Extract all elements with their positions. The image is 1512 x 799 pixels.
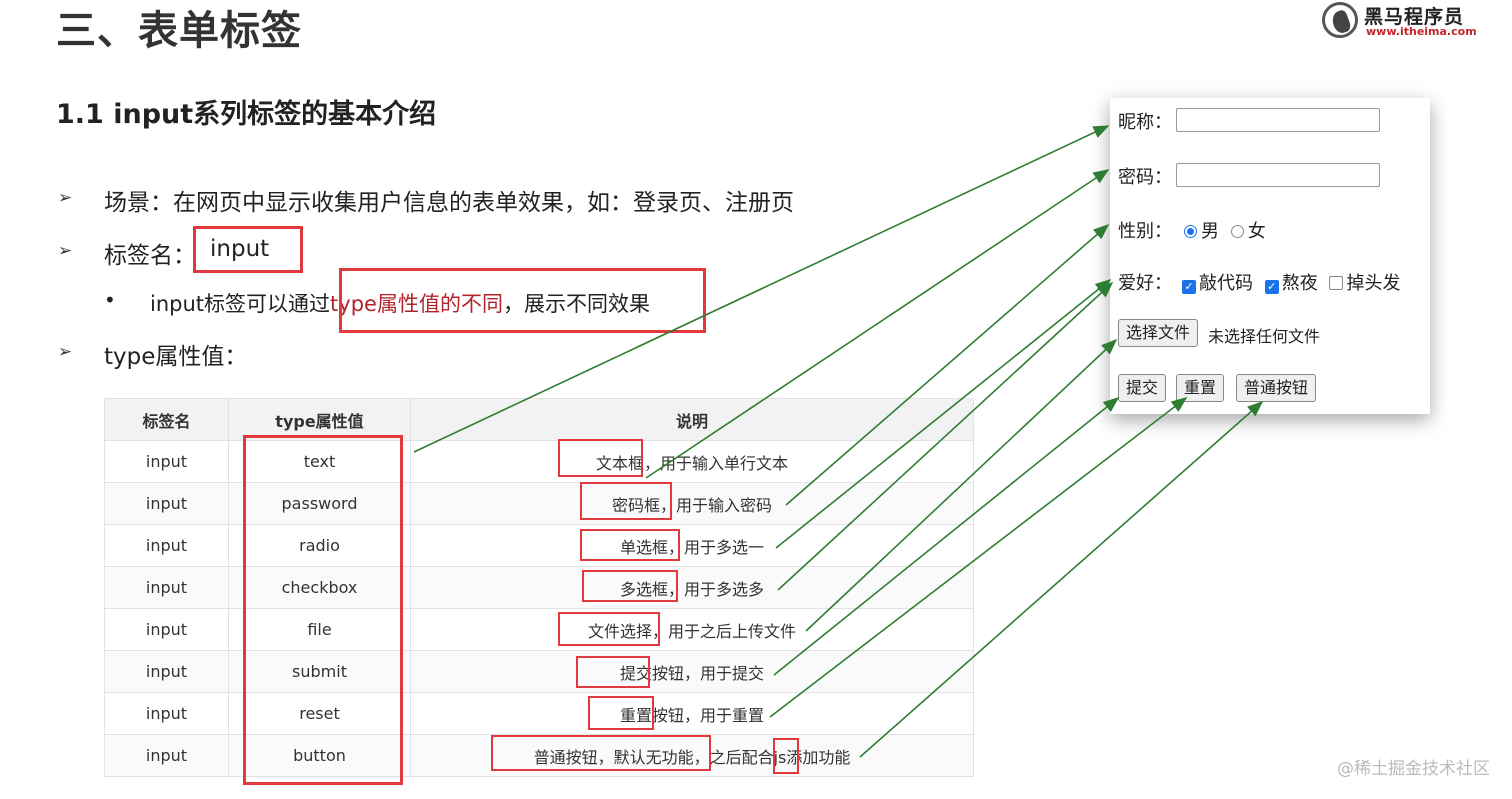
cell-type: text (228, 440, 411, 483)
arrow-reset (769, 397, 1188, 718)
cell-tag: input (104, 482, 229, 525)
cell-tag: input (104, 650, 229, 693)
arrow-radio (775, 278, 1112, 549)
hobby-label: 爱好： (1118, 273, 1172, 294)
gender-label: 性别： (1118, 221, 1172, 242)
hobby-late-night: 熬夜 (1281, 273, 1318, 294)
section-title: 1.1 input系列标签的基本介绍 (56, 99, 437, 130)
bullet-tag-label: 标签名： (104, 243, 196, 269)
hobby-coding: 敲代码 (1199, 273, 1253, 294)
choose-file-button[interactable]: 选择文件 (1118, 319, 1199, 347)
bullet-type-label: type属性值： (104, 344, 248, 370)
watermark: @稀土掘金技术社区 (1337, 759, 1490, 779)
nickname-input[interactable] (1176, 108, 1380, 132)
hobby-hair-loss: 掉头发 (1346, 273, 1401, 294)
submit-button[interactable]: 提交 (1118, 374, 1167, 402)
password-label: 密码： (1118, 167, 1172, 188)
table-header-row: 标签名 type属性值 说明 (104, 398, 974, 441)
logo-name: 黑马程序员 (1364, 6, 1465, 28)
hobby-options: ✓敲代码 ✓熬夜 掉头发 (1182, 269, 1400, 295)
checkbox-coding[interactable]: ✓ (1182, 280, 1196, 294)
bullet-arrow-icon: ➢ (58, 241, 73, 261)
password-input[interactable] (1176, 163, 1380, 187)
highlight-box-checkbox (582, 570, 678, 602)
arrow-password (785, 223, 1110, 506)
highlight-box-submit (576, 656, 650, 688)
gender-options: 男 女 (1184, 217, 1266, 243)
arrow-submit (773, 396, 1120, 676)
horse-logo-icon (1322, 2, 1358, 38)
bullet-arrow-icon: ➢ (58, 342, 73, 362)
cell-type: button (228, 734, 411, 777)
bullet-sub-suffix: ，展示不同效果 (502, 292, 650, 316)
bullet-sub-prefix: input标签可以通过 (150, 292, 331, 316)
highlight-box-js (773, 738, 799, 774)
cell-desc: 文件选择，用于之后上传文件 (410, 608, 974, 651)
arrow-text (413, 125, 1110, 453)
cell-type: password (228, 482, 411, 525)
cell-type: file (228, 608, 411, 651)
cell-type: submit (228, 650, 411, 693)
bullet-sub-highlight: type属性值的不同 (330, 292, 503, 316)
bullet-arrow-icon: ➢ (58, 188, 73, 208)
highlight-box-file (558, 612, 660, 646)
cell-desc: 单选框，用于多选一 (410, 524, 974, 567)
header-tag: 标签名 (104, 398, 229, 441)
checkbox-hair-loss[interactable] (1329, 276, 1344, 290)
arrow-button (859, 400, 1264, 758)
cell-type: checkbox (228, 566, 411, 609)
button-row: 提交 重置 普通按钮 (1118, 374, 1418, 404)
demo-form-panel: 昵称： 密码： 性别： 男 女 爱好： ✓敲代码 ✓熬夜 掉头发 选择文件 未选… (1110, 98, 1430, 414)
highlight-box-input (193, 226, 303, 273)
cell-tag: input (104, 608, 229, 651)
highlight-box-reset (588, 696, 654, 730)
cell-desc: 多选框，用于多选多 (410, 566, 974, 609)
cell-type: reset (228, 692, 411, 735)
radio-male[interactable] (1184, 225, 1197, 238)
bullet-scene: 场景：在网页中显示收集用户信息的表单效果，如：登录页、注册页 (104, 190, 794, 216)
header-desc: 说明 (410, 398, 974, 441)
cell-tag: input (104, 524, 229, 567)
highlight-box-type (339, 268, 706, 333)
cell-type: radio (228, 524, 411, 567)
arrow-file (805, 338, 1118, 632)
highlight-box-password (580, 482, 672, 520)
cell-tag: input (104, 566, 229, 609)
gender-option-male: 男 (1201, 221, 1219, 242)
cell-tag: input (104, 734, 229, 777)
arrow-checkbox (777, 281, 1114, 591)
file-row: 选择文件 未选择任何文件 (1118, 319, 1418, 349)
radio-female[interactable] (1230, 225, 1244, 238)
cell-desc: 重置按钮，用于重置 (410, 692, 974, 735)
normal-button[interactable]: 普通按钮 (1236, 374, 1317, 402)
header-type: type属性值 (228, 398, 411, 441)
highlight-box-button (491, 735, 711, 771)
page-title: 三、表单标签 (56, 8, 302, 54)
checkbox-late-night[interactable]: ✓ (1264, 280, 1279, 294)
nickname-label: 昵称： (1118, 112, 1172, 133)
highlight-box-text (558, 439, 643, 477)
bullet-tag-value: input (210, 236, 270, 262)
logo-url: www.itheima.com (1366, 25, 1477, 38)
bullet-dot-icon: • (104, 288, 116, 312)
highlight-box-radio (580, 529, 680, 561)
file-status: 未选择任何文件 (1208, 327, 1321, 346)
brand-logo: 黑马程序员 www.itheima.com (1322, 2, 1492, 42)
gender-option-female: 女 (1247, 221, 1266, 242)
bullet-sub: input标签可以通过type属性值的不同，展示不同效果 (150, 288, 650, 318)
arrow-text-to-password (645, 169, 1110, 479)
highlight-box-type-column (243, 435, 403, 785)
